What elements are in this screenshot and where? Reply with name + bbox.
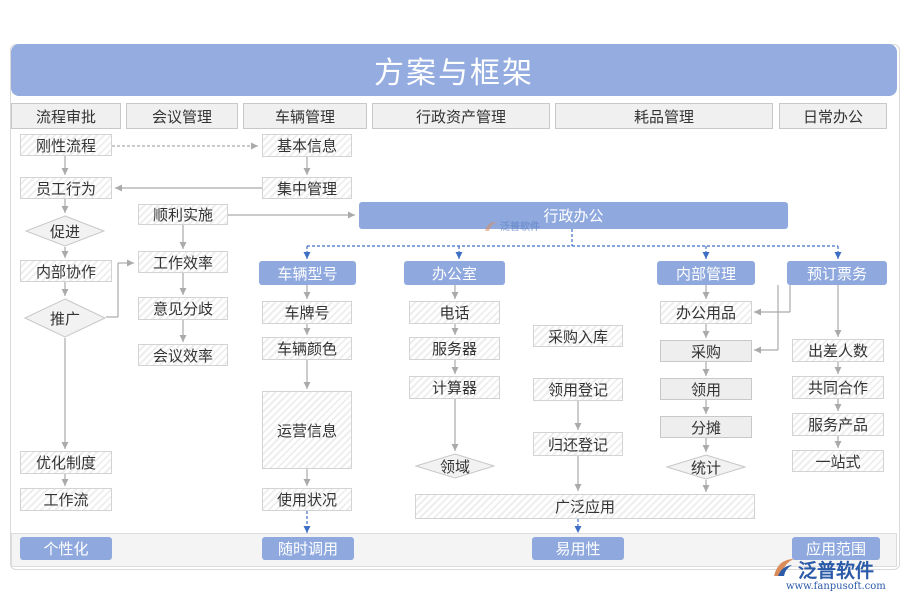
allocation: 分摊	[660, 416, 752, 438]
requisition-register: 领用登记	[533, 378, 623, 401]
basic-info: 基本信息	[262, 134, 352, 157]
promote-diamond: 促进	[25, 215, 105, 247]
logo-icon	[485, 221, 497, 231]
workflow: 工作流	[20, 488, 112, 511]
rigid-process: 刚性流程	[20, 134, 112, 156]
center-logo-text: 泛普软件	[500, 222, 540, 233]
vehicle-model: 车辆型号	[259, 261, 356, 285]
office-supplies: 办公用品	[660, 301, 752, 324]
diagram-title: 方案与框架	[11, 44, 897, 96]
work-efficiency: 工作效率	[138, 251, 228, 273]
requisition: 领用	[660, 378, 752, 400]
centralized-management: 集中管理	[262, 177, 352, 199]
ticket-booking: 预订票务	[787, 261, 887, 285]
spread-diamond: 推广	[24, 298, 106, 338]
procurement: 采购	[660, 340, 752, 362]
spread-label: 推广	[49, 309, 80, 328]
application-scope: 应用范围	[792, 537, 880, 560]
brand-logo-icon	[774, 559, 794, 576]
optimize-system: 优化制度	[20, 451, 112, 474]
employee-behavior: 员工行为	[20, 177, 112, 199]
domain-label: 领域	[439, 457, 470, 476]
module-meeting: 会议管理	[126, 103, 238, 129]
plate-number: 车牌号	[262, 301, 352, 324]
office-room: 办公室	[404, 261, 505, 285]
module-assets: 行政资产管理	[372, 103, 550, 129]
module-approval: 流程审批	[11, 103, 121, 129]
internal-management: 内部管理	[657, 261, 755, 285]
telephone: 电话	[409, 301, 500, 324]
watermark-brand: 泛普软件	[798, 560, 875, 582]
operation-info: 运营信息	[262, 391, 352, 469]
watermark: 泛普软件 www.fanpusoft.com	[772, 556, 892, 596]
usability: 易用性	[532, 537, 624, 560]
return-register: 归还登记	[533, 432, 623, 456]
module-daily-office: 日常办公	[779, 103, 887, 129]
watermark-url: www.fanpusoft.com	[786, 581, 886, 592]
internal-collab: 内部协作	[20, 260, 112, 282]
disagreement: 意见分歧	[138, 297, 228, 320]
purchase-storage: 采购入库	[533, 325, 623, 347]
usage-status: 使用状况	[262, 488, 352, 511]
meeting-efficiency: 会议效率	[138, 344, 228, 366]
calculator: 计算器	[409, 376, 500, 399]
module-vehicle: 车辆管理	[243, 103, 367, 129]
domain-diamond: 领域	[415, 453, 495, 479]
vehicle-color: 车辆颜色	[262, 337, 352, 360]
admin-office: 行政办公	[359, 202, 788, 229]
center-logo-mark: 泛普软件	[484, 218, 540, 233]
service-products: 服务产品	[792, 413, 884, 436]
bottom-band	[11, 533, 897, 567]
promote-label: 促进	[49, 222, 80, 241]
wide-application: 广泛应用	[415, 494, 755, 519]
smooth-implementation: 顺利实施	[138, 204, 228, 225]
module-consumables: 耗品管理	[555, 103, 773, 129]
server: 服务器	[409, 337, 500, 360]
on-demand: 随时调用	[262, 537, 354, 560]
personalization: 个性化	[20, 537, 112, 560]
statistics-label: 统计	[690, 458, 721, 477]
one-stop: 一站式	[792, 450, 884, 472]
cooperation: 共同合作	[792, 376, 884, 399]
statistics-diamond: 统计	[666, 454, 746, 480]
travel-count: 出差人数	[792, 339, 884, 362]
